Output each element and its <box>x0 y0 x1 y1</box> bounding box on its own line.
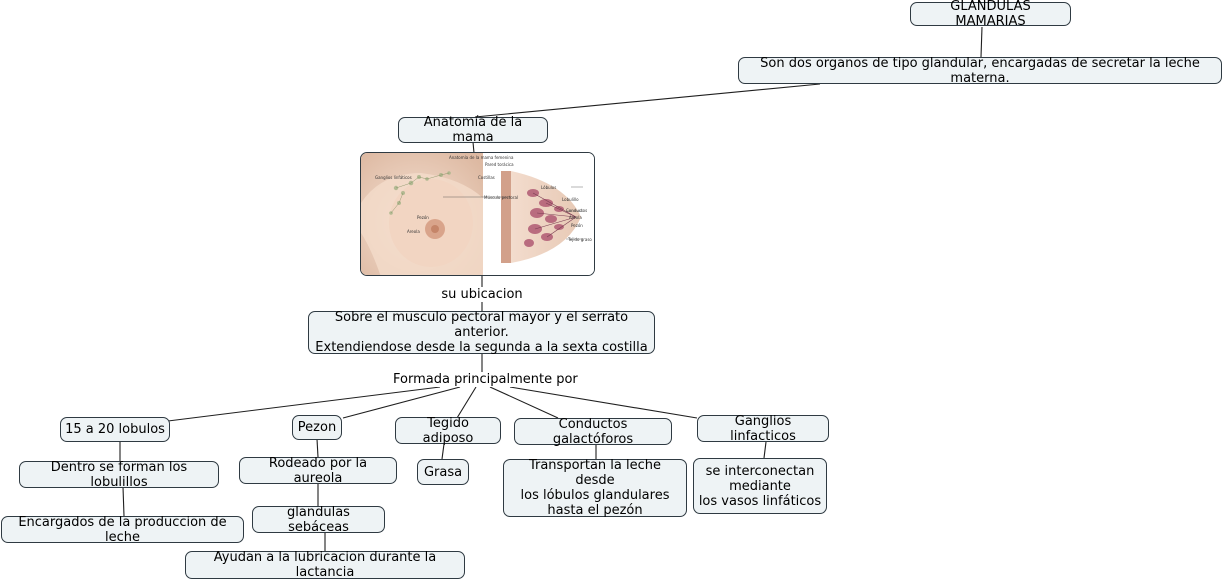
glands-node[interactable]: glandulas sebáceas <box>252 505 385 535</box>
definition-node[interactable]: Son dos organos de tipo glandular, encar… <box>738 56 1222 86</box>
svg-text:Pezón: Pezón <box>417 215 429 220</box>
lymph-detail-node[interactable]: se interconectan mediante los vasos linf… <box>693 458 827 514</box>
lobules-detail-node[interactable]: Dentro se forman los lobulillos <box>19 460 219 490</box>
svg-text:Ganglios linfáticos: Ganglios linfáticos <box>375 175 412 180</box>
svg-text:Costillas: Costillas <box>478 175 495 180</box>
lobules-function-node[interactable]: Encargados de la produccion de leche <box>1 515 244 545</box>
glands-function-node[interactable]: Ayudan a la lubricacion durante la lacta… <box>185 550 465 580</box>
nipple-detail-node[interactable]: Rodeado por la aureola <box>239 456 397 486</box>
svg-text:Areola: Areola <box>407 229 420 234</box>
lymph-node[interactable]: Ganglios linfacticos <box>697 414 829 444</box>
svg-text:Areola: Areola <box>569 215 582 220</box>
svg-text:Pared torácica: Pared torácica <box>485 162 514 167</box>
breast-anatomy-illustration[interactable]: Anatomía de la mama femenina Pared torác… <box>360 152 595 276</box>
svg-text:Tejido graso: Tejido graso <box>567 237 592 242</box>
illustration-title: Anatomía de la mama femenina <box>449 155 514 160</box>
svg-text:Conductos: Conductos <box>566 208 587 213</box>
svg-text:Músculo pectoral: Músculo pectoral <box>484 195 518 200</box>
adipose-detail-node[interactable]: Grasa <box>417 459 469 485</box>
anatomy-node[interactable]: Anatomía de la mama <box>398 115 548 145</box>
link-label-composition: Formada principalmente por <box>393 372 578 387</box>
svg-text:Pezón: Pezón <box>571 223 583 228</box>
lobules-node[interactable]: 15 a 20 lobulos <box>60 417 170 442</box>
location-node[interactable]: Sobre el musculo pectoral mayor y el ser… <box>308 310 655 355</box>
breast-anatomy-image: Anatomía de la mama femenina Pared torác… <box>361 153 594 275</box>
ducts-node[interactable]: Conductos galactóforos <box>514 417 672 447</box>
ducts-detail-node[interactable]: Transportan la leche desde los lóbulos g… <box>503 458 687 518</box>
svg-text:Lobulillo: Lobulillo <box>562 197 579 202</box>
adipose-node[interactable]: Tegido adiposo <box>395 416 501 446</box>
root-node[interactable]: GLANDULAS MAMARIAS <box>910 0 1071 29</box>
nipple-node[interactable]: Pezon <box>292 415 342 440</box>
svg-text:Lóbulos: Lóbulos <box>541 185 556 190</box>
link-label-location: su ubicacion <box>440 287 524 302</box>
